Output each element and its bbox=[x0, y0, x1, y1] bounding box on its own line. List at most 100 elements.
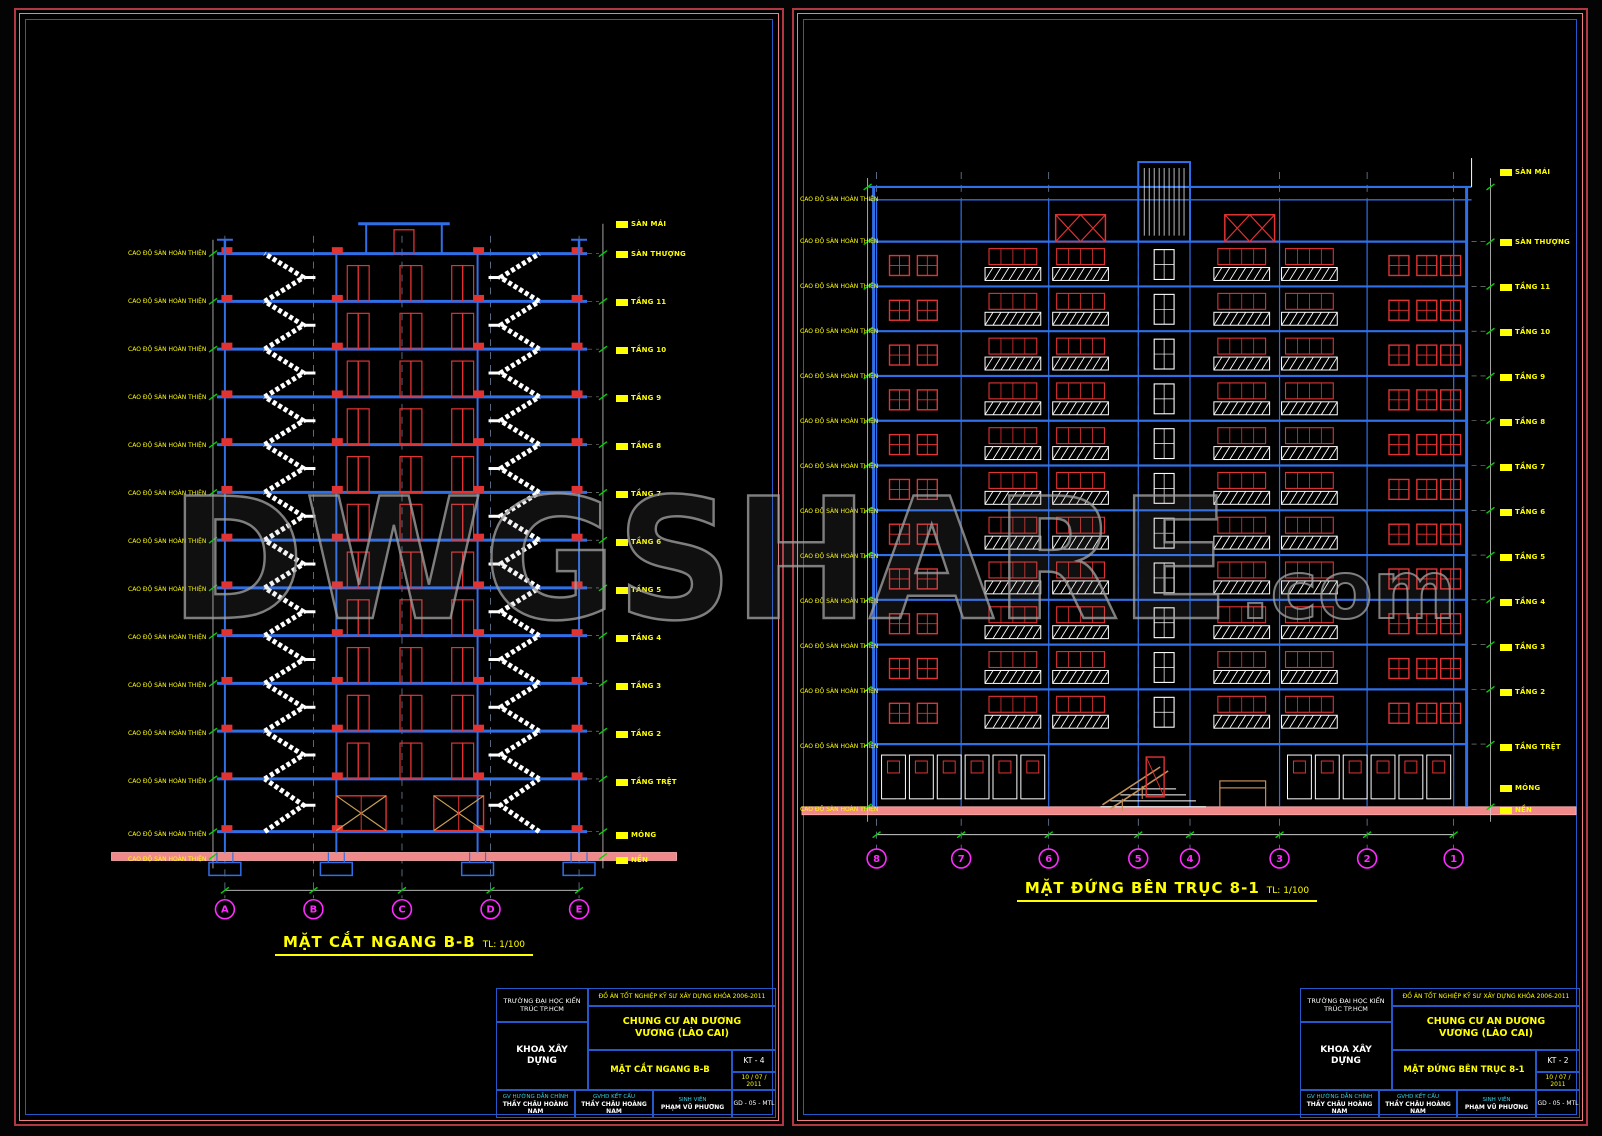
elevation-value-box bbox=[1500, 784, 1512, 792]
elevation-value-box bbox=[616, 778, 628, 786]
level-label: TẦNG 7 bbox=[1515, 463, 1546, 471]
elevation-value-box bbox=[616, 682, 628, 690]
svg-text:5: 5 bbox=[1135, 854, 1142, 865]
level-label: SÀN THƯỢNG bbox=[631, 250, 686, 258]
svg-text:3: 3 bbox=[1276, 854, 1283, 865]
level-label: MÓNG bbox=[1515, 784, 1541, 792]
level-marker: TẦNG 6 bbox=[616, 537, 661, 547]
svg-text:7: 7 bbox=[958, 854, 965, 865]
level-marker: TẦNG 8 bbox=[1500, 417, 1545, 427]
floor-elevation-note: CAO ĐỘ SÀN HOÀN THIỆN bbox=[800, 196, 879, 203]
level-label: TẦNG 5 bbox=[631, 586, 662, 594]
floor-elevation-note: CAO ĐỘ SÀN HOÀN THIỆN bbox=[800, 283, 879, 290]
svg-text:B: B bbox=[310, 905, 318, 916]
drawing-title-cell: MẶT CẮT NGANG B-B bbox=[588, 1050, 732, 1090]
level-marker: SÀN THƯỢNG bbox=[616, 249, 686, 259]
svg-text:2: 2 bbox=[1364, 854, 1371, 865]
sheet-date: 10 / 07 / 2011 bbox=[1536, 1072, 1580, 1090]
floor-elevation-note: CAO ĐỘ SÀN HOÀN THIỆN bbox=[128, 586, 207, 593]
level-marker: TẦNG 8 bbox=[616, 441, 661, 451]
advisor-cell: GV HƯỚNG DẪN CHÍNH THẦY CHÂU HOÀNG NAM bbox=[496, 1090, 575, 1118]
elevation-value-box bbox=[616, 220, 628, 228]
role-label: GVHD KẾT CẤU bbox=[593, 1093, 635, 1100]
level-label: TẦNG TRỆT bbox=[631, 778, 677, 786]
sheet-number: KT - 2 bbox=[1536, 1050, 1580, 1072]
floor-elevation-note: CAO ĐỘ SÀN HOÀN THIỆN bbox=[800, 373, 879, 380]
elevation-value-box bbox=[616, 634, 628, 642]
floor-elevation-note: CAO ĐỘ SÀN HOÀN THIỆN bbox=[128, 442, 207, 449]
level-label: SÀN THƯỢNG bbox=[1515, 238, 1570, 246]
floor-elevation-note: CAO ĐỘ SÀN HOÀN THIỆN bbox=[800, 238, 879, 245]
role-name: PHẠM VŨ PHƯƠNG bbox=[1464, 1104, 1529, 1111]
floor-elevation-note: CAO ĐỘ SÀN HOÀN THIỆN bbox=[128, 730, 207, 737]
role-label: GV HƯỚNG DẪN CHÍNH bbox=[1306, 1093, 1373, 1100]
floor-elevation-note: CAO ĐỘ SÀN HOÀN THIỆN bbox=[800, 688, 879, 695]
elevation-value-box bbox=[616, 856, 628, 864]
floor-elevation-note: CAO ĐỘ SÀN HOÀN THIỆN bbox=[800, 743, 879, 750]
sheet-number: KT - 4 bbox=[732, 1050, 776, 1072]
role-label: SINH VIÊN bbox=[678, 1097, 707, 1103]
level-label: NỀN bbox=[1515, 806, 1533, 814]
level-label: TẦNG 10 bbox=[1515, 328, 1551, 336]
floor-elevation-note: CAO ĐỘ SÀN HOÀN THIỆN bbox=[800, 598, 879, 605]
level-marker: NỀN bbox=[616, 855, 648, 865]
faculty-name: KHOA XÂY DỰNG bbox=[496, 1022, 588, 1090]
level-marker: TẦNG 7 bbox=[1500, 462, 1545, 472]
level-label: TẦNG 3 bbox=[1515, 643, 1546, 651]
elevation-value-box bbox=[1500, 238, 1512, 246]
title-block: TRƯỜNG ĐẠI HỌC KIẾN TRÚC TP.HCM ĐỒ ÁN TỐ… bbox=[1300, 988, 1580, 1118]
level-marker: TẦNG TRỆT bbox=[616, 777, 677, 787]
elevation-title-text: MẶT ĐỨNG BÊN TRỤC 8-1 bbox=[1024, 879, 1260, 897]
level-label: TẦNG 11 bbox=[1515, 283, 1551, 291]
structure-advisor-cell: GVHD KẾT CẤU THẦY CHÂU HOÀNG NAM bbox=[575, 1090, 653, 1118]
elevation-value-box bbox=[616, 442, 628, 450]
level-marker: MÓNG bbox=[1500, 783, 1540, 793]
role-label: SINH VIÊN bbox=[1482, 1097, 1511, 1103]
floor-elevation-note: CAO ĐỘ SÀN HOÀN THIỆN bbox=[128, 346, 207, 353]
floor-elevation-note: CAO ĐỘ SÀN HOÀN THIỆN bbox=[800, 418, 879, 425]
role-name: PHẠM VŨ PHƯƠNG bbox=[660, 1104, 725, 1111]
floor-elevation-note: CAO ĐỘ SÀN HOÀN THIỆN bbox=[800, 508, 879, 515]
level-marker: TẦNG 3 bbox=[616, 681, 661, 691]
level-marker: TẦNG 6 bbox=[1500, 507, 1545, 517]
advisor-cell: GV HƯỚNG DẪN CHÍNH THẦY CHÂU HOÀNG NAM bbox=[1300, 1090, 1379, 1118]
structure-advisor-cell: GVHD KẾT CẤU THẦY CHÂU HOÀNG NAM bbox=[1379, 1090, 1457, 1118]
level-marker: TẦNG 9 bbox=[616, 393, 661, 403]
level-marker: NỀN bbox=[1500, 805, 1532, 815]
project-header: ĐỒ ÁN TỐT NGHIỆP KỸ SƯ XÂY DỰNG KHÓA 200… bbox=[588, 988, 776, 1006]
role-label: GVHD KẾT CẤU bbox=[1397, 1093, 1439, 1100]
elevation-value-box bbox=[616, 586, 628, 594]
elevation-value-box bbox=[616, 538, 628, 546]
elevation-value-box bbox=[616, 730, 628, 738]
student-cell: SINH VIÊN PHẠM VŨ PHƯƠNG bbox=[1457, 1090, 1536, 1118]
level-label: TẦNG TRỆT bbox=[1515, 743, 1561, 751]
elevation-value-box bbox=[1500, 373, 1512, 381]
level-marker: TẦNG 4 bbox=[1500, 597, 1545, 607]
level-marker: TẦNG TRỆT bbox=[1500, 742, 1561, 752]
level-marker: TẦNG 5 bbox=[616, 585, 661, 595]
floor-elevation-note: CAO ĐỘ SÀN HOÀN THIỆN bbox=[128, 831, 207, 838]
student-cell: SINH VIÊN PHẠM VŨ PHƯƠNG bbox=[653, 1090, 732, 1118]
floor-elevation-note: CAO ĐỘ SÀN HOÀN THIỆN bbox=[128, 538, 207, 545]
elevation-value-box bbox=[1500, 743, 1512, 751]
level-label: TẦNG 9 bbox=[1515, 373, 1546, 381]
elevation-value-box bbox=[616, 831, 628, 839]
elevation-value-box bbox=[1500, 806, 1512, 814]
level-marker: TẦNG 10 bbox=[616, 345, 666, 355]
floor-elevation-note: CAO ĐỘ SÀN HOÀN THIỆN bbox=[800, 806, 879, 813]
project-name: CHUNG CƯ AN DƯƠNG VƯƠNG (LÀO CAI) bbox=[588, 1006, 776, 1050]
project-name: CHUNG CƯ AN DƯƠNG VƯƠNG (LÀO CAI) bbox=[1392, 1006, 1580, 1050]
svg-text:1: 1 bbox=[1450, 854, 1457, 865]
floor-elevation-note: CAO ĐỘ SÀN HOÀN THIỆN bbox=[800, 463, 879, 470]
svg-text:D: D bbox=[486, 905, 494, 916]
floor-elevation-note: CAO ĐỘ SÀN HOÀN THIỆN bbox=[128, 490, 207, 497]
elevation-value-box bbox=[1500, 553, 1512, 561]
elevation-value-box bbox=[1500, 283, 1512, 291]
level-label: TẦNG 4 bbox=[631, 634, 662, 642]
level-marker: TẦNG 2 bbox=[616, 729, 661, 739]
